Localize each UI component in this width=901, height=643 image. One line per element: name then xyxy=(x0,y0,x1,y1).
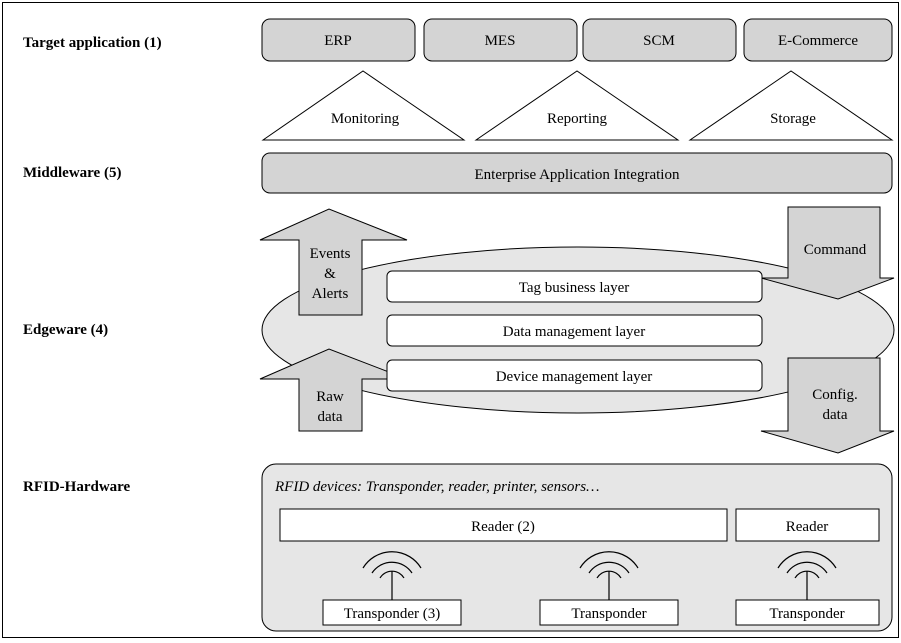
antenna-icon xyxy=(579,551,639,600)
app-label-scm: SCM xyxy=(643,33,675,49)
service-triangles: Monitoring Reporting Storage xyxy=(261,70,894,141)
transponder-label-3: Transponder xyxy=(769,606,844,622)
transponder-box-3 xyxy=(735,599,880,626)
eai-label: Enterprise Application Integration xyxy=(475,167,680,183)
events-label-line2: & xyxy=(324,266,336,282)
diagram-canvas: Target application (1) Middleware (5) Ed… xyxy=(23,18,895,632)
app-box-ecommerce xyxy=(743,18,893,62)
service-label-monitoring: Monitoring xyxy=(331,111,400,127)
app-label-erp: ERP xyxy=(324,33,352,49)
service-label-reporting: Reporting xyxy=(547,111,607,127)
hardware-devices-caption: RFID devices: Transponder, reader, print… xyxy=(274,479,599,495)
layer-label-tag-business: Tag business layer xyxy=(519,280,630,296)
transponder-box-2 xyxy=(539,599,679,626)
raw-data-arrow xyxy=(259,348,408,432)
reader-side-box xyxy=(735,508,880,542)
config-label-line1: Config. xyxy=(812,387,857,403)
row-label-edgeware: Edgeware (4) xyxy=(23,322,108,338)
app-box-scm xyxy=(582,18,737,62)
events-alerts-arrow xyxy=(259,208,408,316)
events-label-line3: Alerts xyxy=(312,286,349,302)
config-data-arrow xyxy=(760,357,895,454)
app-label-mes: MES xyxy=(485,33,516,49)
antenna-icons xyxy=(362,551,837,600)
edgeware-layers: Tag business layer Data management layer… xyxy=(386,270,763,392)
raw-label-line1: Raw xyxy=(316,389,344,405)
config-label-line2: data xyxy=(823,407,848,423)
triangle-storage xyxy=(688,70,894,141)
row-label-hardware: RFID-Hardware xyxy=(23,479,131,495)
layer-device-management xyxy=(386,359,763,392)
row-label-middleware: Middleware (5) xyxy=(23,165,121,181)
reader-main-box xyxy=(279,508,728,542)
app-label-ecommerce: E-Commerce xyxy=(778,33,858,49)
transponder-label-2: Transponder xyxy=(571,606,646,622)
layer-tag-business xyxy=(386,270,763,303)
app-boxes: ERP MES SCM E-Commerce xyxy=(261,18,893,62)
layer-label-device-management: Device management layer xyxy=(496,369,653,385)
layer-data-management xyxy=(386,314,763,347)
triangle-monitoring xyxy=(261,70,466,141)
row-label-target: Target application (1) xyxy=(23,35,162,51)
command-label: Command xyxy=(804,242,867,258)
transponder-label-1: Transponder (3) xyxy=(344,606,441,622)
events-label-line1: Events xyxy=(310,246,351,262)
reader-side-label: Reader xyxy=(786,519,828,535)
eai-bar xyxy=(261,152,893,194)
raw-label-line2: data xyxy=(318,409,343,425)
app-box-mes xyxy=(423,18,578,62)
antenna-icon xyxy=(777,551,837,600)
transponder-box-1 xyxy=(322,599,462,626)
command-arrow xyxy=(760,206,895,300)
service-label-storage: Storage xyxy=(770,111,816,127)
triangle-reporting xyxy=(474,70,680,141)
layer-label-data-management: Data management layer xyxy=(503,324,645,340)
antenna-icon xyxy=(362,551,422,600)
app-box-erp xyxy=(261,18,416,62)
reader-main-label: Reader (2) xyxy=(471,519,535,535)
hardware-panel xyxy=(261,463,893,632)
